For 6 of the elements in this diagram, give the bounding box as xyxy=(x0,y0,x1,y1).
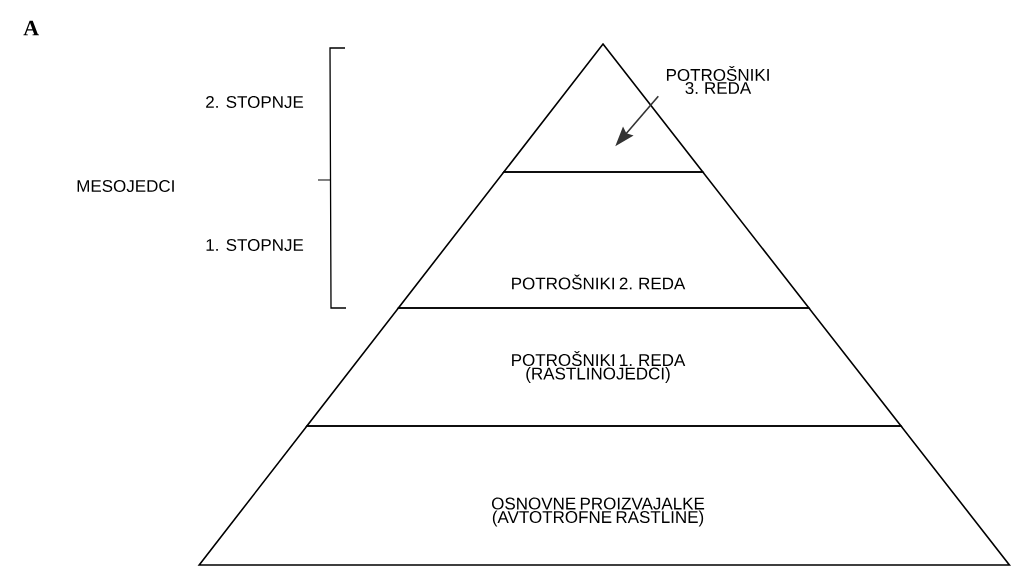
panel-letter: A xyxy=(23,20,39,36)
level-label: 2. STOPNJE xyxy=(206,95,304,108)
group-label: MESOJEDCI xyxy=(77,179,174,192)
tier-label: POTROŠNIKI 3. REDA xyxy=(667,65,769,95)
level-label: 1. STOPNJE xyxy=(206,238,304,251)
arrow xyxy=(615,95,660,147)
